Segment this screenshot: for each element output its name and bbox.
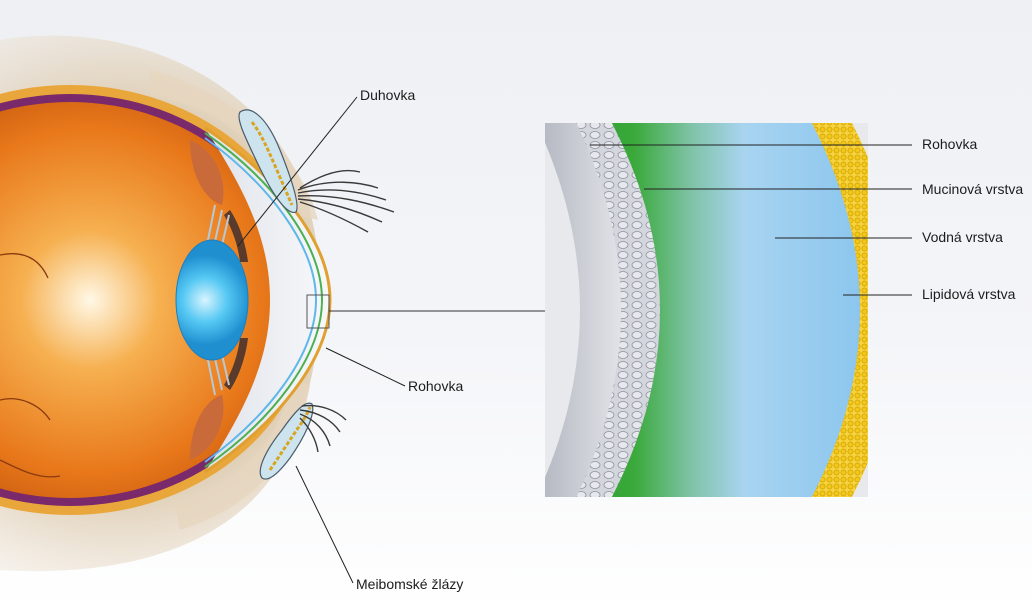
- label-mucin-layer: Mucinová vrstva: [922, 181, 1023, 197]
- label-cornea-detail: Rohovka: [922, 136, 977, 152]
- leader-cornea-eye: [326, 348, 405, 386]
- label-lipid-layer: Lipidová vrstva: [922, 286, 1015, 302]
- label-cornea-eye: Rohovka: [408, 378, 463, 394]
- eye-cross-section: [0, 36, 394, 571]
- tear-film-detail: [530, 110, 900, 510]
- lens: [176, 240, 248, 360]
- label-meibomian-glands: Meibomské žlázy: [356, 576, 463, 592]
- label-aqueous-layer: Vodná vrstva: [922, 229, 1003, 245]
- leader-meibomian: [296, 466, 353, 583]
- label-iris: Duhovka: [360, 87, 415, 103]
